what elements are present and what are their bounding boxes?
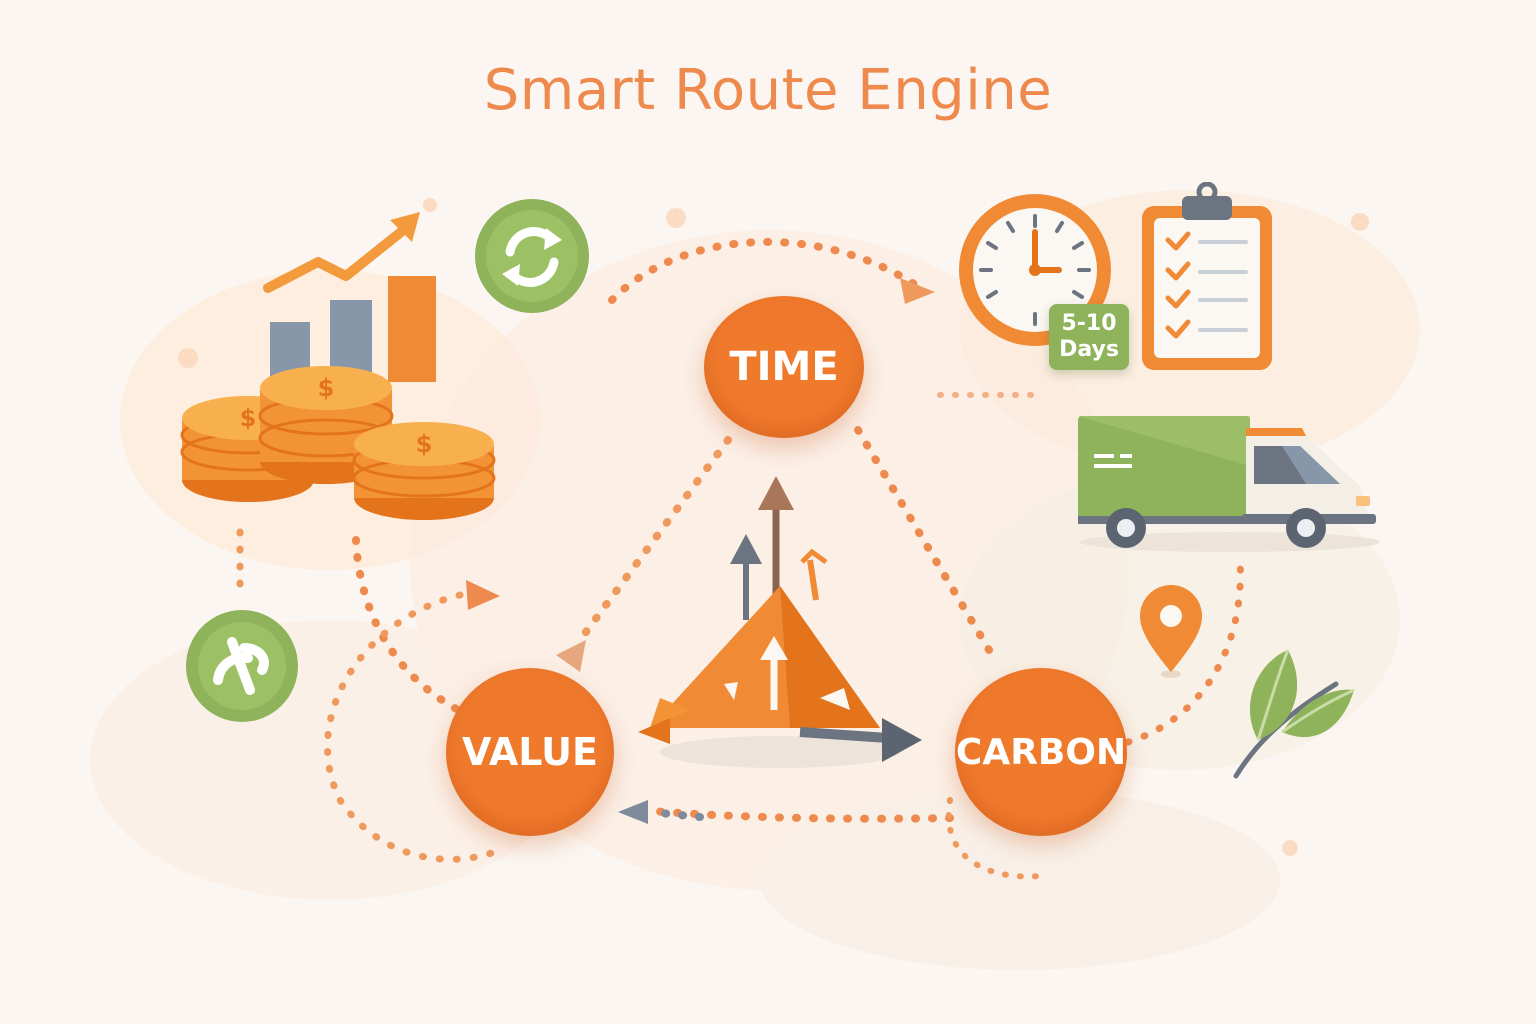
coin-stack-icon: $ $ $ <box>180 366 496 520</box>
arrowhead-bottom <box>618 800 648 824</box>
delivery-time-badge: 5-10 Days <box>1049 304 1129 370</box>
svg-text:$: $ <box>416 430 433 458</box>
node-time: TIME <box>704 296 864 438</box>
delivery-truck-icon <box>1078 416 1380 552</box>
node-value-label: VALUE <box>462 730 598 774</box>
delivery-time-range: 5-10 <box>1061 311 1117 336</box>
delivery-time-unit: Days <box>1059 337 1119 362</box>
growth-chart-icon <box>263 212 436 382</box>
node-value: VALUE <box>446 668 614 836</box>
location-pin-icon <box>1140 585 1202 678</box>
connector-time-carbon <box>854 426 999 664</box>
connector-time-value <box>576 436 732 644</box>
svg-text:$: $ <box>240 404 257 432</box>
currency-icon <box>186 610 298 722</box>
connector-value-loop <box>323 591 504 863</box>
page-title: Smart Route Engine <box>483 58 1053 123</box>
svg-text:$: $ <box>318 374 335 402</box>
connector-carbon-value <box>636 806 954 823</box>
connector-top-arc <box>608 237 924 304</box>
node-time-label: TIME <box>729 344 839 390</box>
refresh-icon <box>475 199 589 313</box>
checklist-clipboard-icon <box>1142 182 1272 370</box>
node-carbon-label: CARBON <box>955 731 1127 773</box>
arrowhead-value <box>556 640 586 672</box>
arrowhead-top <box>900 278 935 304</box>
arrowhead-left <box>466 580 500 610</box>
leaf-icon <box>1233 649 1355 779</box>
connector-coins-value <box>352 536 466 716</box>
balance-triangle-icon <box>638 476 922 768</box>
node-carbon: CARBON <box>955 668 1127 836</box>
